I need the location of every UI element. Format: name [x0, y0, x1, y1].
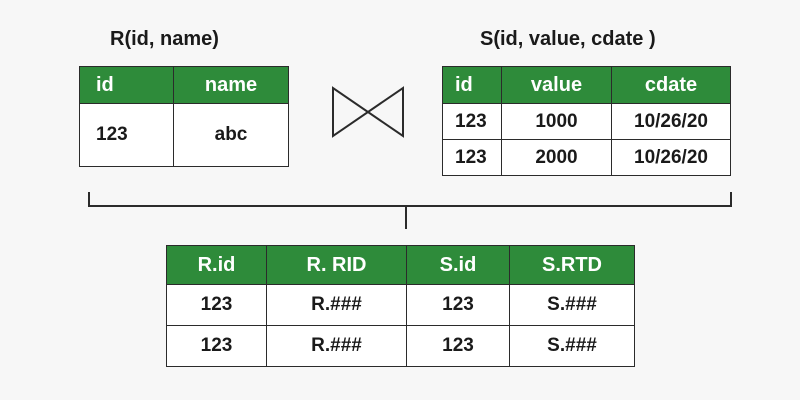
column-header: id	[442, 66, 502, 104]
table-row: 123 1000 10/26/20	[442, 103, 731, 140]
table-cell: 123	[406, 284, 510, 326]
bracket-connector	[88, 192, 732, 229]
column-header: S.RTD	[509, 245, 635, 285]
table-row: 123 2000 10/26/20	[442, 139, 731, 176]
join-result-table: R.id R. RID S.id S.RTD 123 R.### 123 S.#…	[166, 245, 635, 367]
relation-r-caption: R(id, name)	[110, 28, 219, 50]
column-header: value	[501, 66, 612, 104]
table-cell: 123	[442, 103, 502, 140]
table-cell: 1000	[501, 103, 612, 140]
column-header: R.id	[166, 245, 267, 285]
table-header-row: id name	[79, 66, 289, 104]
column-header: S.id	[406, 245, 510, 285]
table-cell: 123	[406, 325, 510, 367]
table-cell: 10/26/20	[611, 103, 731, 140]
table-cell: 10/26/20	[611, 139, 731, 176]
table-row: 123 abc	[79, 103, 289, 167]
table-cell: 123	[442, 139, 502, 176]
table-row: 123 R.### 123 S.###	[166, 325, 635, 367]
relation-s-table: id value cdate 123 1000 10/26/20 123 200…	[442, 66, 731, 176]
table-cell: R.###	[266, 325, 407, 367]
table-row: 123 R.### 123 S.###	[166, 284, 635, 326]
bowtie-join-icon	[332, 86, 404, 138]
table-cell: 123	[79, 103, 174, 167]
column-header: name	[173, 66, 289, 104]
table-cell: R.###	[266, 284, 407, 326]
relation-s-caption: S(id, value, cdate )	[480, 28, 656, 50]
table-cell: 123	[166, 325, 267, 367]
table-header-row: R.id R. RID S.id S.RTD	[166, 245, 635, 285]
relation-r-table: id name 123 abc	[79, 66, 289, 167]
table-cell: abc	[173, 103, 289, 167]
table-cell: S.###	[509, 325, 635, 367]
table-cell: 2000	[501, 139, 612, 176]
column-header: R. RID	[266, 245, 407, 285]
table-cell: 123	[166, 284, 267, 326]
table-header-row: id value cdate	[442, 66, 731, 104]
column-header: cdate	[611, 66, 731, 104]
table-cell: S.###	[509, 284, 635, 326]
